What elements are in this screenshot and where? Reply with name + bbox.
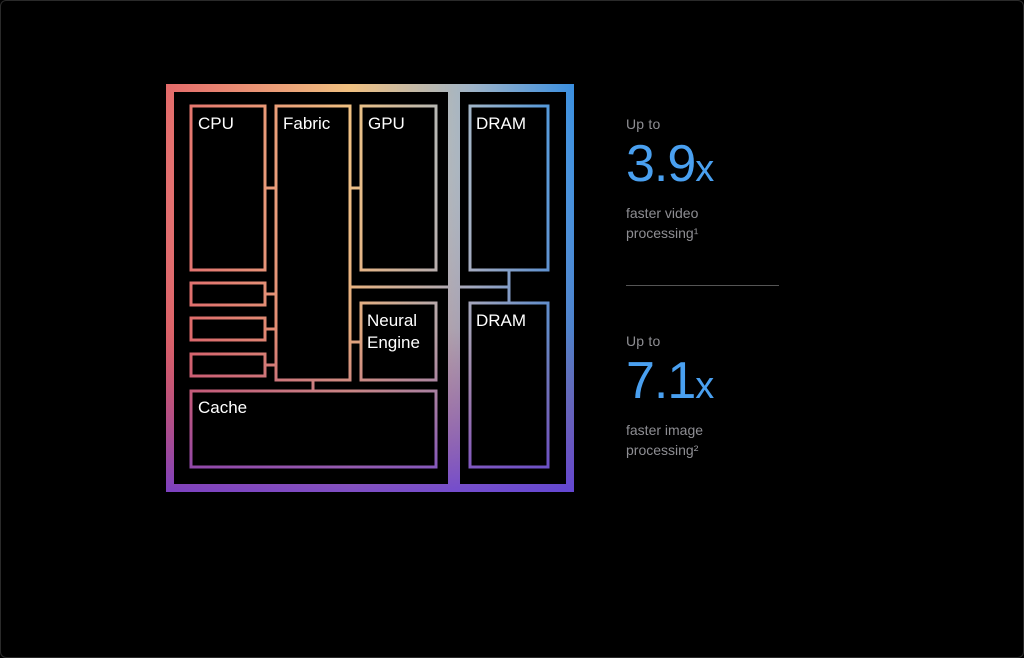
stat-value: 7.1x xyxy=(626,353,826,414)
fabric-label: Fabric xyxy=(283,114,331,133)
neural-engine-label-line1: Neural xyxy=(367,311,417,330)
dram-bottom-label: DRAM xyxy=(476,311,526,330)
stat-number: 3.9 xyxy=(626,135,696,193)
chip-diagram: CPU Fabric GPU DRAM DRAM Neural Engine C… xyxy=(166,84,574,492)
divider xyxy=(626,285,779,286)
stat-value: 3.9x xyxy=(626,136,826,197)
cache-label: Cache xyxy=(198,398,247,417)
dram-top-label: DRAM xyxy=(476,114,526,133)
stat-description: faster video processing¹ xyxy=(626,203,826,243)
stat-image: Up to 7.1x faster image processing² xyxy=(626,333,826,460)
stat-unit: x xyxy=(695,365,715,407)
stat-number: 7.1 xyxy=(626,352,696,410)
stat-description: faster image processing² xyxy=(626,420,826,460)
stat-desc-line: processing² xyxy=(626,442,699,458)
stat-intro: Up to xyxy=(626,333,661,349)
stat-unit: x xyxy=(695,148,715,190)
stat-intro: Up to xyxy=(626,116,661,132)
neural-engine-label-line2: Engine xyxy=(367,333,420,352)
stat-desc-line: processing¹ xyxy=(626,225,699,241)
stat-desc-line: faster video xyxy=(626,205,699,221)
cpu-label: CPU xyxy=(198,114,234,133)
stat-video: Up to 3.9x faster video processing¹ xyxy=(626,116,826,243)
stat-desc-line: faster image xyxy=(626,422,704,438)
gpu-label: GPU xyxy=(368,114,405,133)
